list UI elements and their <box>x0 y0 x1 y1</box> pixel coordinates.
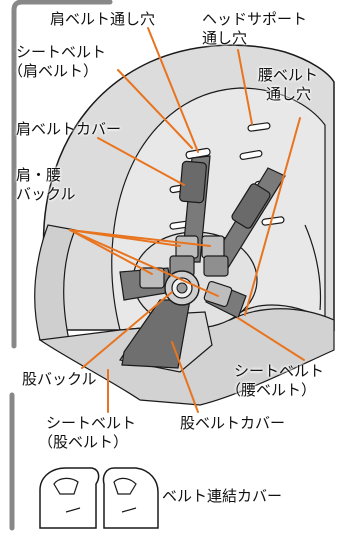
label-shoulder-waist-buckle: 肩・腰 バックル <box>16 166 76 204</box>
leader-buckle-1 <box>69 229 153 275</box>
leader-lines <box>69 27 305 413</box>
label-seatbelt-shoulder-line1: シートベルト <box>16 43 107 61</box>
leader-headrest-hole <box>237 49 253 125</box>
label-shoulder-waist-buckle-line1: 肩・腰 <box>16 166 62 184</box>
leader-crotch-belt-cover <box>171 341 199 413</box>
belt-connection-cover-left <box>39 467 100 529</box>
shoulder-belt-cover-left <box>179 160 207 204</box>
buckle-tongues <box>169 235 229 277</box>
label-shoulder-belt-cover: 肩ベルトカバー <box>16 120 122 138</box>
leader-seatbelt-shoulder <box>117 69 193 149</box>
label-waist-belt-hole-line2: 通し穴 <box>266 85 312 103</box>
frame-bracket-top <box>11 0 113 349</box>
label-seatbelt-shoulder-line2: （肩ベルト） <box>8 62 99 80</box>
headrest-hole-slot <box>247 122 271 132</box>
label-seatbelt-crotch: シートベルト （股ベルト） <box>38 414 137 452</box>
label-belt-connection-cover: ベルト連結カバー <box>162 487 283 505</box>
leader-crotch-buckle <box>81 291 173 369</box>
leader-shoulder-belt-cover <box>97 137 185 186</box>
leader-buckle-3 <box>69 229 211 247</box>
label-shoulder-belt-hole: 肩ベルト通し穴 <box>50 10 156 28</box>
label-seatbelt-waist: シートベルト （腰ベルト） <box>226 362 325 400</box>
label-shoulder-waist-buckle-line2: バックル <box>16 185 76 203</box>
shoulder-belt-cover-right <box>231 183 271 229</box>
label-seatbelt-waist-line2: （腰ベルト） <box>226 381 317 399</box>
label-headrest-hole-line1: ヘッドサポート <box>202 10 308 28</box>
crotch-buckle-button <box>176 282 188 294</box>
belt-connection-cover-right <box>102 467 159 529</box>
label-headrest-hole-line2: 通し穴 <box>202 29 248 47</box>
label-crotch-buckle: 股バックル <box>22 370 97 388</box>
leader-seatbelt-waist <box>237 317 305 361</box>
label-headrest-hole: ヘッドサポート 通し穴 <box>202 10 307 48</box>
leader-shoulder-belt-hole <box>147 27 199 153</box>
label-seatbelt-crotch-line1: シートベルト <box>46 414 137 432</box>
waist-buckle-left <box>139 267 165 289</box>
label-seatbelt-waist-line1: シートベルト <box>234 362 325 380</box>
leader-buckle-4 <box>69 229 219 297</box>
label-waist-belt-hole-line1: 腰ベルト <box>258 66 319 84</box>
label-waist-belt-hole: 腰ベルト 通し穴 <box>258 66 318 104</box>
label-seatbelt-shoulder: シートベルト （肩ベルト） <box>8 43 107 81</box>
seat-right-edge <box>304 224 322 311</box>
label-seatbelt-crotch-line2: （股ベルト） <box>38 433 129 451</box>
label-crotch-belt-cover: 股ベルトカバー <box>180 414 286 432</box>
belt-connection-covers <box>39 467 159 529</box>
leader-waist-belt-hole <box>244 117 301 316</box>
shoulder-hole-slot-right <box>239 150 263 160</box>
